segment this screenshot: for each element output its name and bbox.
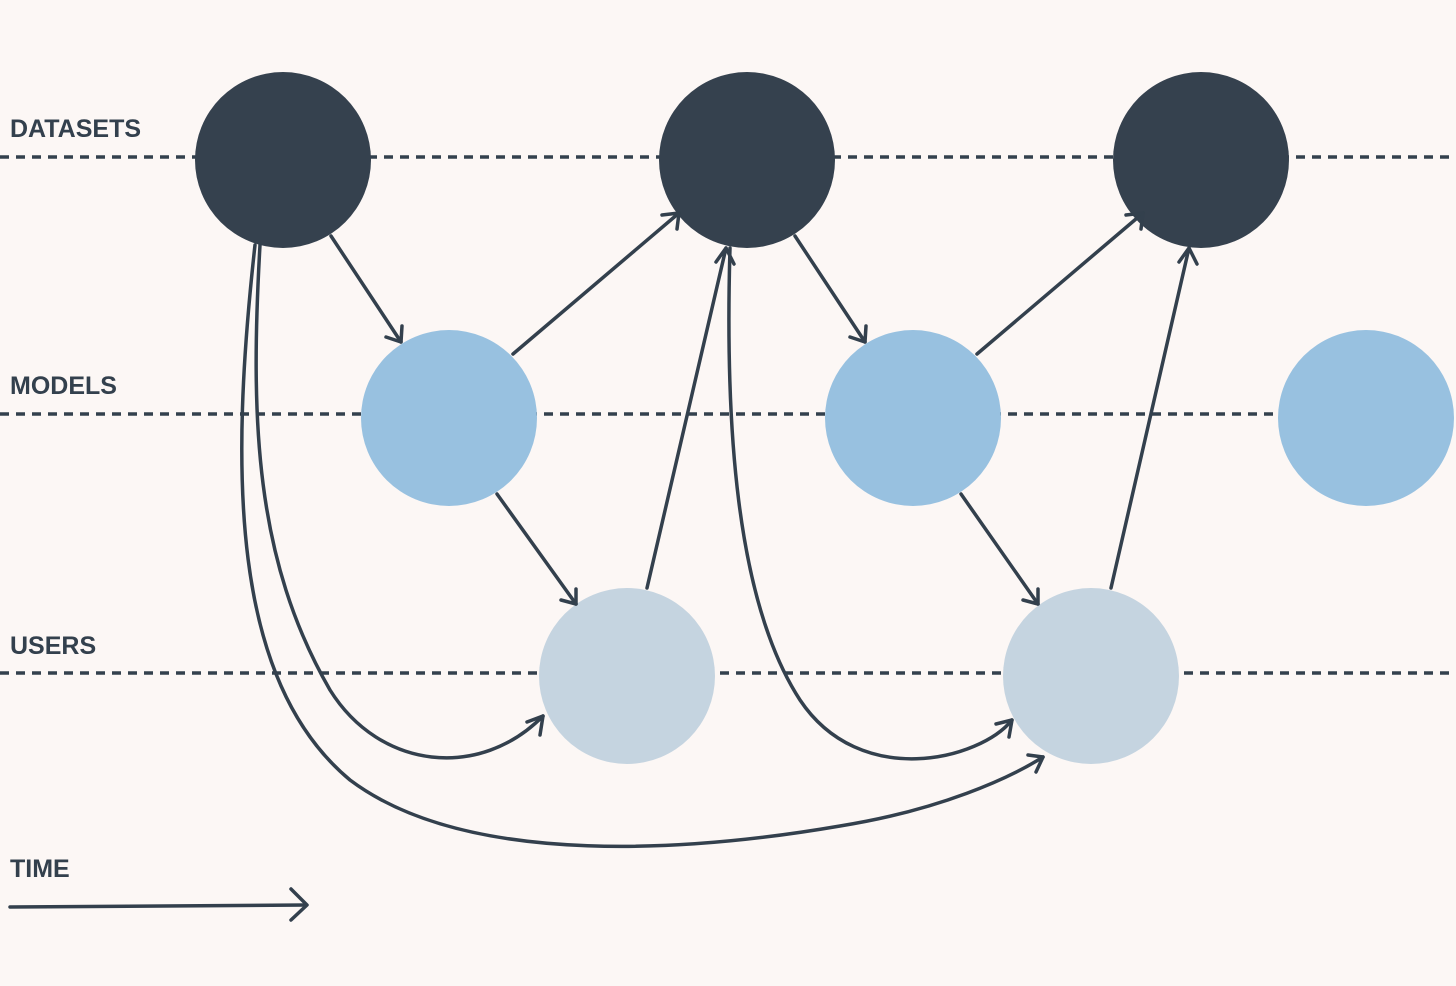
model-node — [1278, 330, 1454, 506]
edge-user-to-dataset — [1109, 246, 1199, 590]
dataset-node — [1113, 72, 1289, 248]
edge-dataset-to-user-curve — [727, 246, 1014, 761]
dataset-node — [659, 72, 835, 248]
dataset-node — [195, 72, 371, 248]
edge-dataset-to-model — [329, 234, 404, 344]
edge-dataset-to-user-curve — [254, 243, 545, 760]
edge-user-to-dataset — [645, 246, 736, 590]
edge-model-to-dataset — [975, 211, 1145, 356]
time-label: TIME — [10, 855, 70, 883]
user-node — [539, 588, 715, 764]
edge-model-to-user — [495, 492, 578, 606]
edge-model-to-user — [959, 492, 1040, 606]
models-lane-label: MODELS — [10, 372, 117, 400]
edge-dataset-to-user-long-curve — [240, 243, 1045, 849]
datasets-lane-label: DATASETS — [10, 115, 141, 143]
model-node — [361, 330, 537, 506]
model-node — [825, 330, 1001, 506]
edge-dataset-to-model — [793, 234, 868, 344]
user-node — [1003, 588, 1179, 764]
edge-model-to-dataset — [511, 211, 681, 356]
users-lane-label: USERS — [10, 632, 96, 660]
time-arrow-icon — [8, 887, 309, 922]
